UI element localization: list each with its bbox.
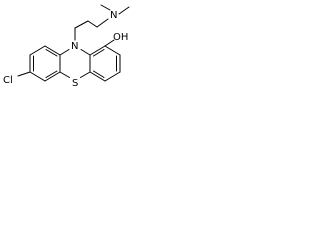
sulfur-label: S <box>72 78 78 89</box>
ring-nitrogen-label: N <box>71 41 78 52</box>
left-benzene-ring <box>29 45 61 82</box>
right-benzene-ring <box>89 45 121 82</box>
hydroxyl-label: OH <box>113 32 128 43</box>
substituent-bonds <box>17 4 130 77</box>
amine-nitrogen-label: N <box>110 10 117 21</box>
chemical-structure-svg: Cl N S OH N <box>3 4 130 89</box>
structure-diagram: Cl N S OH N <box>0 0 133 127</box>
chlorine-label: Cl <box>3 75 13 86</box>
central-thiazine-ring <box>59 49 91 78</box>
